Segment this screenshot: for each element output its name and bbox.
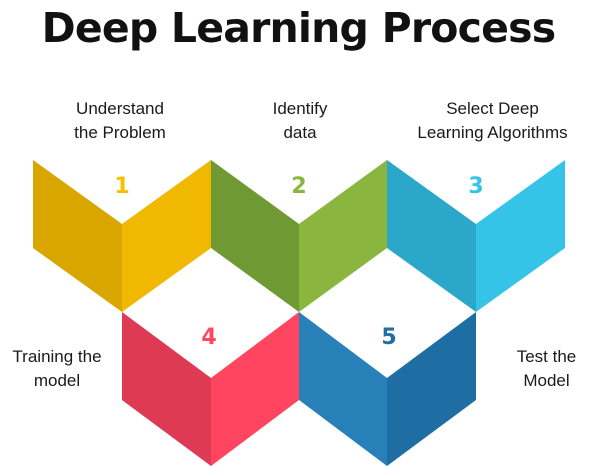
page-title: Deep Learning Process bbox=[41, 4, 557, 52]
step-1-number: 1 bbox=[114, 174, 129, 199]
step-1-label-line2: the Problem bbox=[74, 123, 166, 142]
step-5-number: 5 bbox=[381, 325, 396, 350]
step-3-left-face bbox=[387, 160, 476, 312]
step-2-right-face bbox=[299, 160, 387, 312]
step-2-number: 2 bbox=[291, 174, 306, 199]
step-3-block: 3 bbox=[387, 160, 565, 312]
step-5-block: 5 bbox=[299, 312, 476, 466]
step-2-block: 2 bbox=[211, 160, 387, 312]
step-4-number: 4 bbox=[201, 325, 216, 350]
step-2-label-line1: Identify bbox=[272, 99, 328, 118]
step-5-right-face bbox=[387, 312, 476, 466]
step-2-label: Identify data bbox=[240, 97, 360, 145]
step-1-label: Understand the Problem bbox=[60, 97, 180, 145]
step-2-label-line2: data bbox=[283, 123, 317, 142]
step-4-left-face bbox=[122, 312, 211, 466]
step-5-left-face bbox=[299, 312, 387, 466]
step-4-label-line1: Training the bbox=[12, 347, 102, 366]
step-5-label-line1: Test the bbox=[516, 347, 577, 366]
step-4-label: Training the model bbox=[0, 345, 114, 393]
step-1-label-line1: Understand bbox=[76, 99, 164, 118]
step-1-right-face bbox=[122, 160, 211, 312]
step-4-right-face bbox=[211, 312, 299, 466]
step-1-block: 1 bbox=[33, 160, 211, 312]
step-5-label-line2: Model bbox=[523, 371, 570, 390]
step-3-label: Select Deep Learning Algorithms bbox=[395, 97, 590, 145]
step-2-left-face bbox=[211, 160, 299, 312]
step-4-block: 4 bbox=[122, 312, 299, 466]
step-3-label-line2: Learning Algorithms bbox=[417, 123, 568, 142]
step-3-number: 3 bbox=[468, 174, 483, 199]
step-5-label: Test the Model bbox=[496, 345, 597, 393]
step-1-left-face bbox=[33, 160, 122, 312]
step-3-label-line1: Select Deep bbox=[446, 99, 539, 118]
step-3-right-face bbox=[476, 160, 565, 312]
step-4-label-line2: model bbox=[33, 371, 81, 390]
